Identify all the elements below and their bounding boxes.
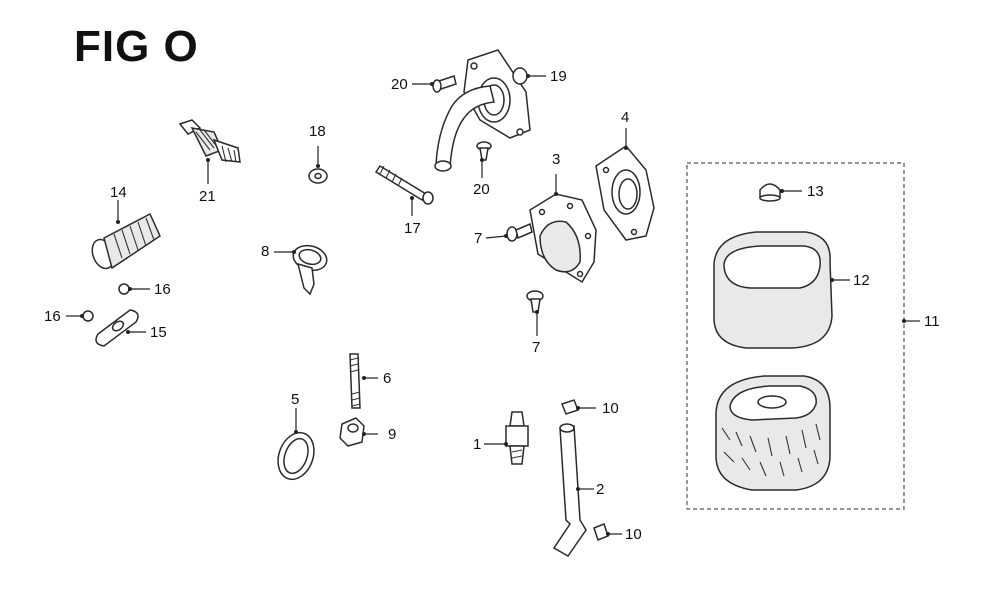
callout-20-upper: 20 (391, 76, 408, 93)
callout-16-lower: 16 (44, 308, 61, 325)
part-17-bolt (374, 164, 434, 205)
callout-17: 17 (404, 220, 421, 237)
part-10-clip-lower (593, 523, 609, 541)
callout-7-upper: 7 (474, 230, 483, 247)
callout-8: 8 (261, 243, 270, 260)
part-3-muffler-cover (529, 193, 597, 284)
callout-18: 18 (309, 123, 326, 140)
callout-7-lower: 7 (532, 339, 541, 356)
part-6-stud (349, 353, 361, 409)
part-12-foam-element (713, 231, 833, 349)
callout-21: 21 (199, 188, 216, 205)
part-13-wing-nut (759, 183, 781, 202)
leader-lines (66, 74, 920, 536)
callout-13: 13 (807, 183, 824, 200)
part-4-gasket (595, 145, 655, 241)
callout-1: 1 (473, 436, 482, 453)
part-15-gasket (95, 309, 139, 347)
callout-3: 3 (552, 151, 561, 168)
callout-12: 12 (853, 272, 870, 289)
part-9-nut (339, 417, 365, 447)
figure-title: FIG O (74, 22, 199, 71)
part-16-nut-upper (118, 283, 130, 295)
callout-20-lower: 20 (473, 181, 490, 198)
part-1-fitting (505, 411, 529, 465)
part-5-ring-gasket (277, 431, 315, 481)
callout-19: 19 (550, 68, 567, 85)
part-11-assembly-box (686, 162, 905, 510)
part-2-tube (552, 423, 587, 557)
callout-11: 11 (924, 313, 940, 330)
callout-4: 4 (621, 109, 630, 126)
part-8-hose-clamp (292, 244, 328, 296)
part-10-clip-upper (561, 399, 579, 415)
callout-15: 15 (150, 324, 167, 341)
part-7-screw-upper (506, 222, 533, 242)
callout-14: 14 (110, 184, 127, 201)
callout-10-upper: 10 (602, 400, 619, 417)
part-16-nut-lower (82, 310, 94, 322)
callout-16-upper: 16 (154, 281, 171, 298)
callout-2: 2 (596, 481, 605, 498)
callout-10-lower: 10 (625, 526, 642, 543)
part-20-screw-lower (476, 141, 492, 161)
part-7-screw-lower (526, 290, 544, 313)
part-21-spark-plug (178, 119, 241, 163)
part-14-breather-tube (91, 212, 161, 270)
part-11-paper-element (715, 375, 831, 491)
callout-9: 9 (388, 426, 397, 443)
part-18-washer (308, 168, 328, 184)
callout-5: 5 (291, 391, 300, 408)
part-20-screw-upper (432, 75, 457, 93)
callout-6: 6 (383, 370, 392, 387)
